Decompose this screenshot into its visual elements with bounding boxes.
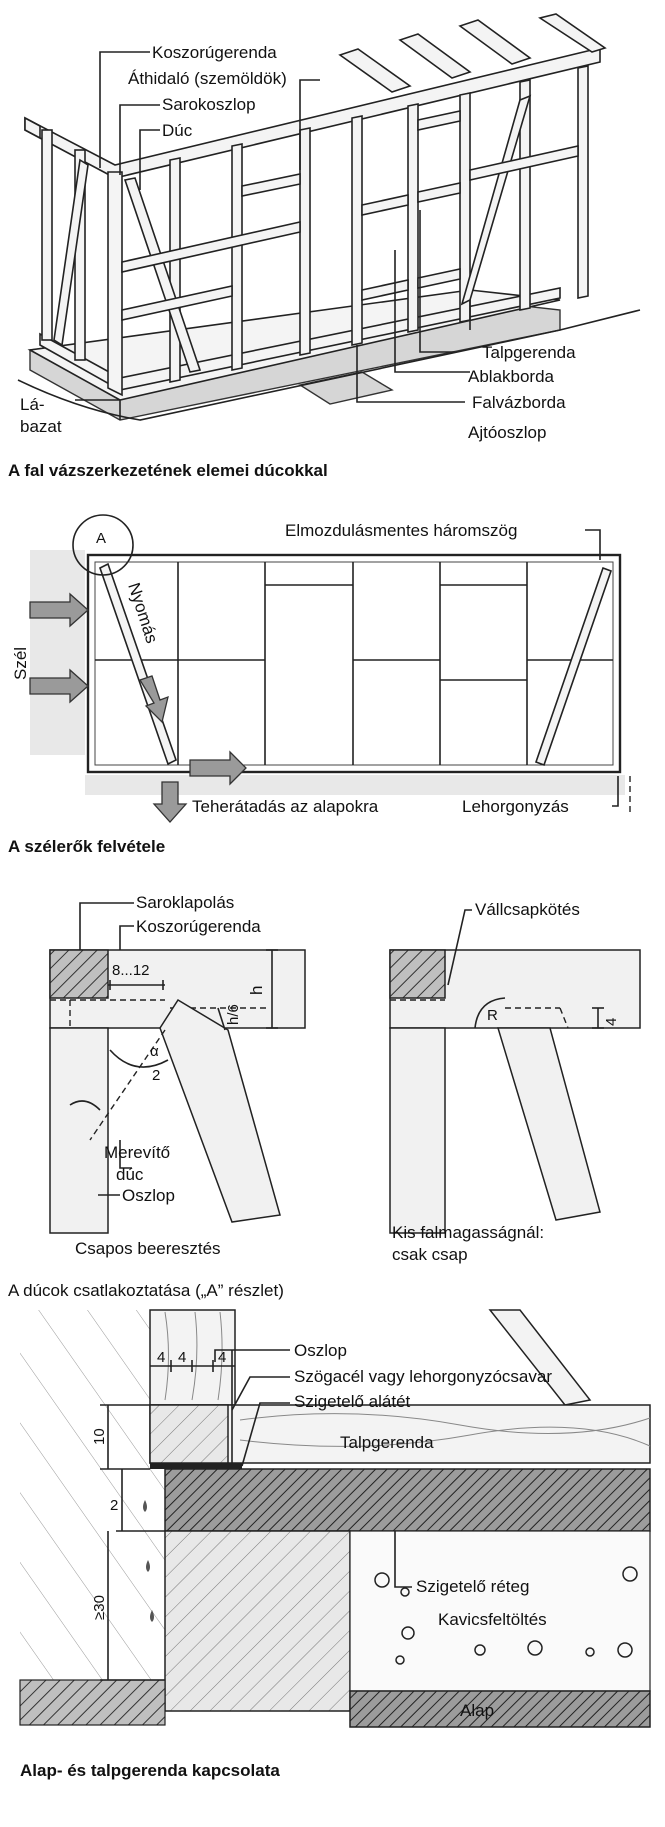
label-dim-h: h [247,986,266,995]
label-merevito-1: Merevítő [104,1143,170,1162]
label-szigetelo-reteg: Szigetelő réteg [416,1577,529,1596]
label-detail-a: A [96,530,106,547]
label-vallcsap: Vállcsapkötés [475,900,580,919]
label-koszorugerenda: Koszorúgerenda [152,43,277,62]
label-duc: Dúc [162,121,193,140]
label-dim-8-12: 8...12 [112,962,150,979]
label-kis-2: csak csap [392,1245,468,1264]
label-radius: R [487,1007,498,1024]
figure2-title: A szélerők felvétele [8,837,165,856]
figure2-wind-loads [29,514,631,823]
label-falvazborda: Falvázborda [472,393,566,412]
figure4-title: Alap- és talpgerenda kapcsolata [20,1761,280,1780]
label-csapos: Csapos beeresztés [75,1239,221,1258]
figure1-frame-wall [17,13,641,421]
label-athidalo: Áthidaló (szemöldök) [128,69,287,88]
label-talpgerenda-4: Talpgerenda [340,1433,434,1452]
label-teheratadas: Teherátadás az alapokra [192,797,379,816]
label-sarokoszlop: Sarokoszlop [162,95,256,114]
label-dim-10: 10 [91,1428,108,1445]
label-dim-4b: 4 [178,1349,186,1366]
label-alpha: α [150,1043,159,1060]
label-labazat-2: bazat [20,417,62,436]
label-merevito-2: dúc [116,1165,144,1184]
figure4-foundation-connection [19,1309,651,1728]
label-kavics: Kavicsfeltöltés [438,1610,547,1629]
figure3-brace-joints [49,902,641,1234]
label-szel: Szél [11,647,30,680]
label-dim-30: ≥30 [91,1595,108,1620]
label-two: 2 [152,1067,160,1084]
label-saroklapolas: Saroklapolás [136,893,234,912]
label-labazat-1: Lá- [20,395,45,414]
label-talpgerenda: Talpgerenda [482,343,576,362]
label-ajtooszlop: Ajtóoszlop [468,423,546,442]
label-oszlop-4: Oszlop [294,1341,347,1360]
label-dim-2: 2 [110,1497,118,1514]
label-lehorgonyzas: Lehorgonyzás [462,797,569,816]
label-szogacel: Szögacél vagy lehorgonyzócsavar [294,1367,552,1386]
label-oszlop-3: Oszlop [122,1186,175,1205]
label-koszorugerenda-3: Koszorúgerenda [136,917,261,936]
label-dim-4-3: 4 [603,1018,620,1026]
figure1-title: A fal vázszerkezetének elemei dúcokkal [8,461,328,480]
figure3-title: A dúcok csatlakoztatása („A” részlet) [8,1281,284,1300]
label-szigetelo-alatet: Szigetelő alátét [294,1392,411,1411]
label-elmozdulasmentes: Elmozdulásmentes háromszög [285,521,517,540]
label-ablakborda: Ablakborda [468,367,555,386]
label-kis-1: Kis falmagasságnál: [392,1223,544,1242]
label-alap: Alap [460,1701,494,1720]
label-dim-4a: 4 [157,1349,165,1366]
label-dim-4c: 4 [218,1349,226,1366]
label-dim-h6: h/6 [225,1004,242,1025]
